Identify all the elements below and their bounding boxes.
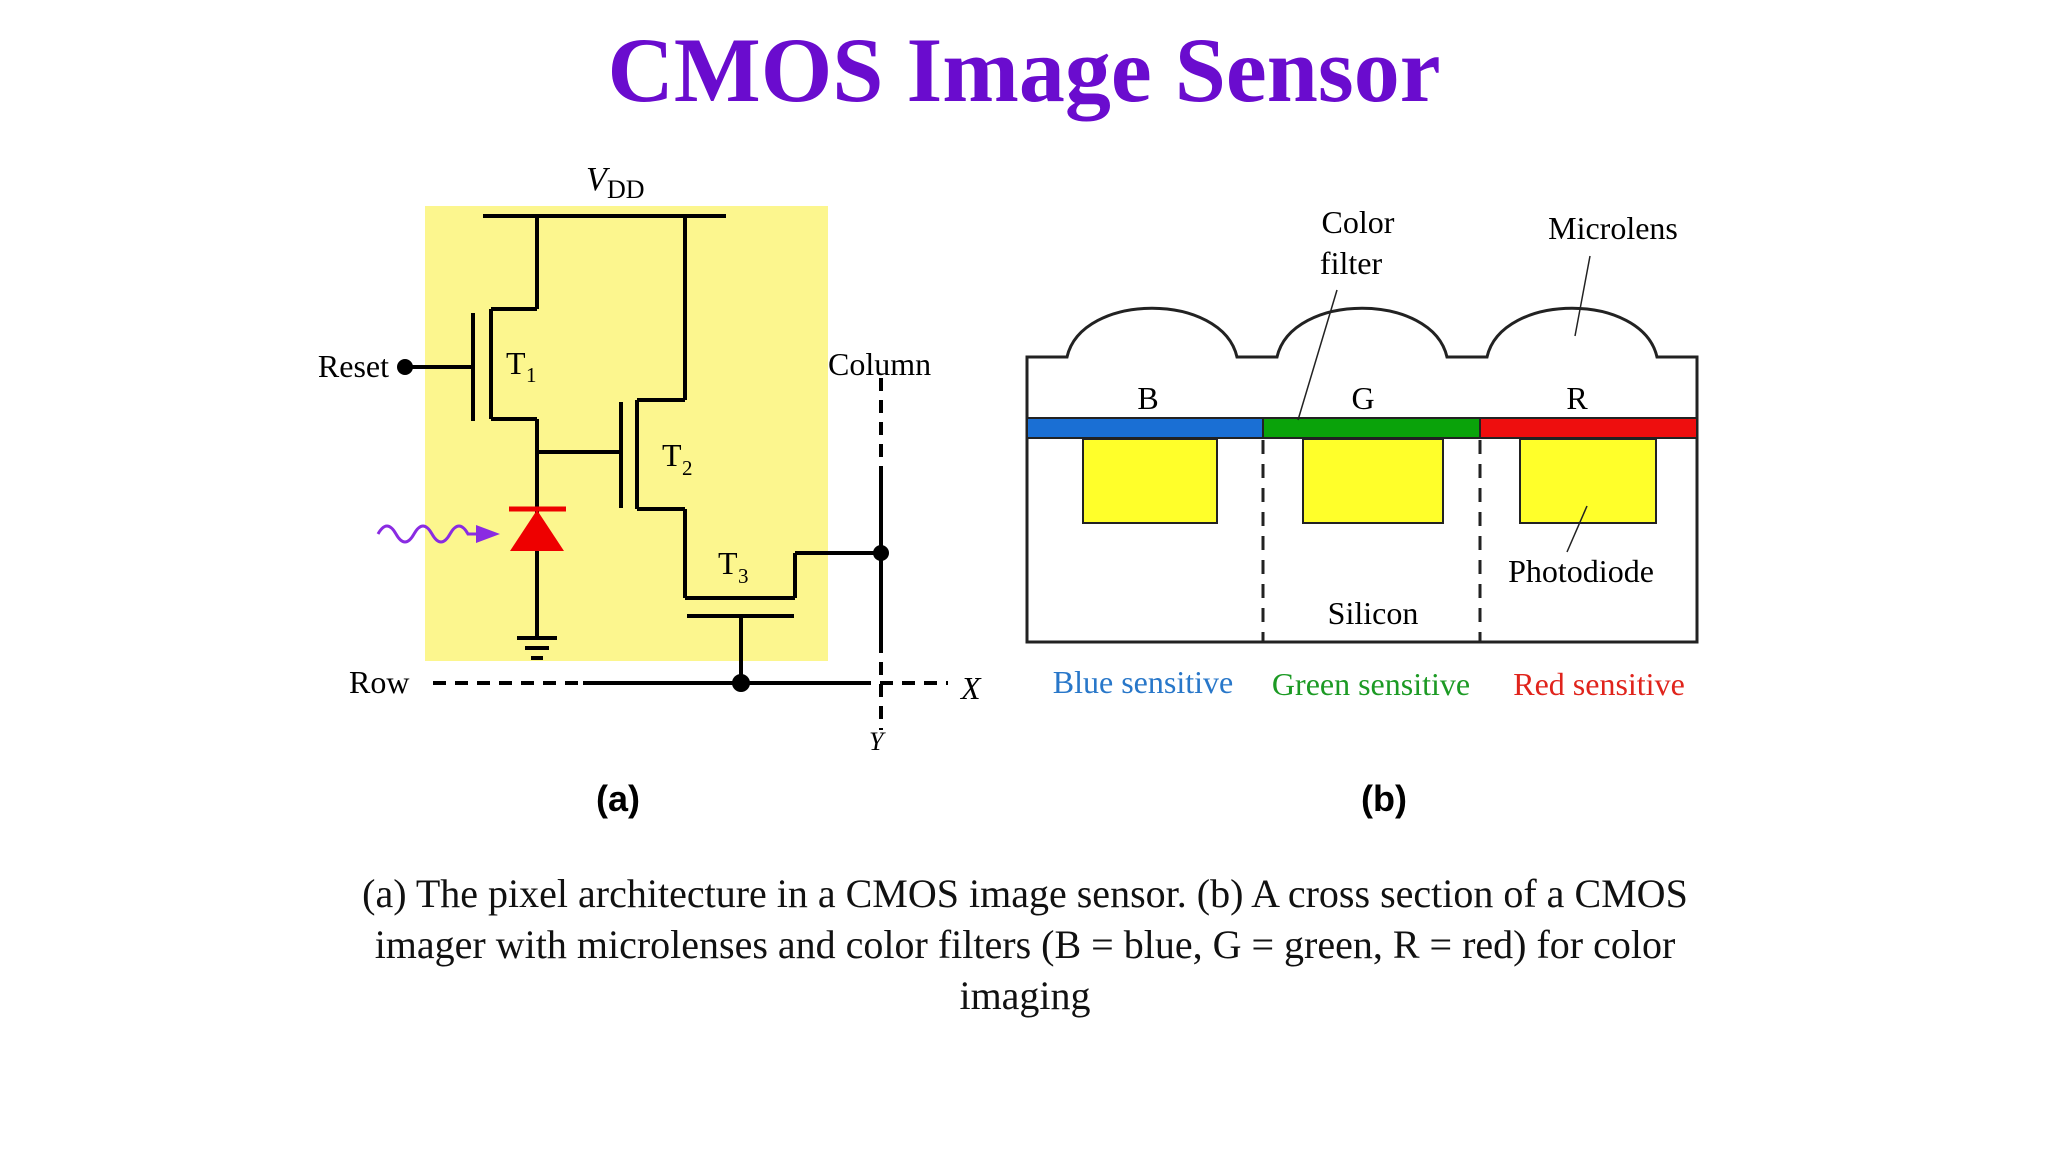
panel-a-label: (a) xyxy=(596,778,640,819)
filter-g-label: G xyxy=(1351,380,1374,416)
t1-label: T xyxy=(506,345,526,381)
color-filter-blue xyxy=(1026,417,1264,439)
color-filter-leader xyxy=(1297,289,1338,421)
column-junction-dot xyxy=(873,545,889,561)
color-filter-label-line2: filter xyxy=(1320,245,1383,281)
photodiode-blue xyxy=(1082,438,1218,524)
light-wave-icon xyxy=(376,524,480,544)
t2-subscript: 2 xyxy=(682,456,693,480)
photodiode-label: Photodiode xyxy=(1508,553,1654,589)
figure-caption: (a) The pixel architecture in a CMOS ima… xyxy=(362,871,1688,1018)
t3-subscript: 3 xyxy=(738,564,749,588)
photodiode-green xyxy=(1302,438,1444,524)
x-axis-label: X xyxy=(959,670,982,706)
sensor-cross-section: Color filter Microlens B G R Photodiode … xyxy=(1025,204,1699,819)
t3-label: T xyxy=(718,545,738,581)
photodiode-red xyxy=(1519,438,1657,524)
pixel-circuit: V DD Reset T 1 T 2 T 3 Column Row X Y (a… xyxy=(318,161,982,819)
microlens-leader xyxy=(1574,255,1591,337)
y-axis-label: Y xyxy=(869,727,886,756)
pixel-area xyxy=(425,206,828,661)
panel-b-label: (b) xyxy=(1361,778,1407,819)
t2-label: T xyxy=(662,437,682,473)
color-filter-green xyxy=(1262,417,1481,439)
silicon-label: Silicon xyxy=(1328,595,1419,631)
reset-terminal-dot xyxy=(397,359,413,375)
color-filter-red xyxy=(1479,417,1698,439)
filter-b-label: B xyxy=(1137,380,1158,416)
green-sensitive-label: Green sensitive xyxy=(1272,666,1470,702)
blue-sensitive-label: Blue sensitive xyxy=(1053,664,1233,700)
light-arrow-icon xyxy=(476,525,500,543)
red-sensitive-label: Red sensitive xyxy=(1513,666,1685,702)
filter-r-label: R xyxy=(1566,380,1588,416)
photodiode-symbol xyxy=(510,510,564,551)
microlens-label: Microlens xyxy=(1548,210,1678,246)
t1-subscript: 1 xyxy=(526,363,537,387)
microlens-outline xyxy=(1025,306,1699,644)
reset-label: Reset xyxy=(318,348,389,384)
color-filter-label-line1: Color xyxy=(1322,204,1395,240)
column-label: Column xyxy=(828,346,931,382)
row-junction-dot xyxy=(732,674,750,692)
row-label: Row xyxy=(349,664,409,700)
supply-subscript: DD xyxy=(607,175,645,204)
slide-title: CMOS Image Sensor xyxy=(607,19,1441,121)
photodiode-leader xyxy=(1566,505,1588,553)
